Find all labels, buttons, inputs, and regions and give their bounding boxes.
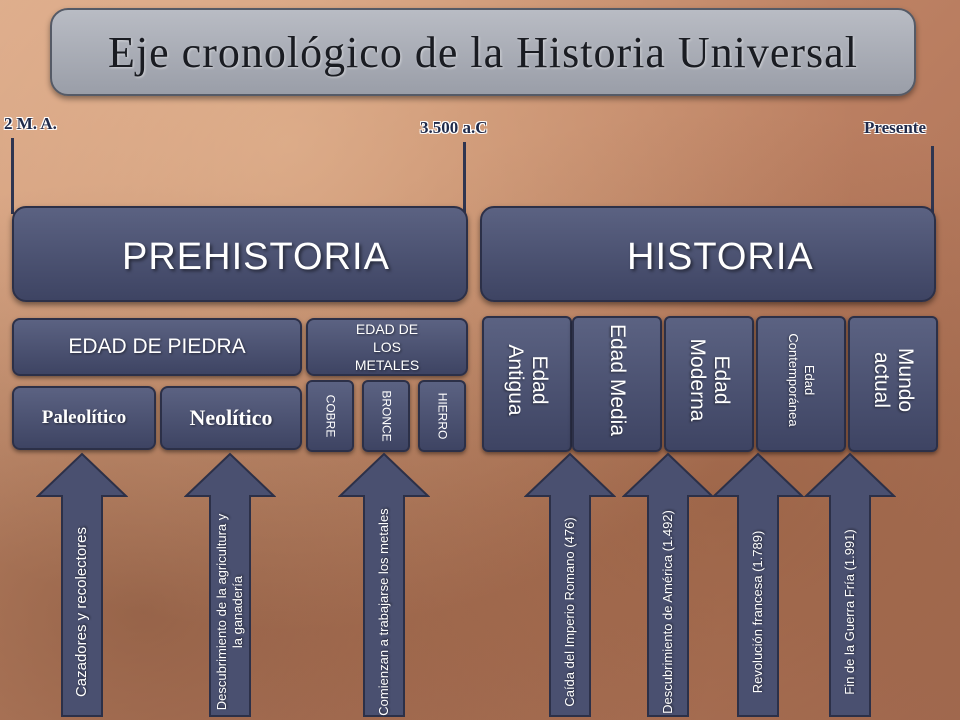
title-banner: Eje cronológico de la Historia Universal — [50, 8, 916, 96]
copper-box: COBRE — [306, 380, 354, 452]
arrow-label-rome: Caída del Imperio Romano (476) — [562, 517, 577, 707]
bronze-box: BRONCE — [362, 380, 410, 452]
age-box-contemporary: Edad Contemporánea — [756, 316, 846, 452]
copper-label: COBRE — [323, 394, 338, 438]
iron-box: HIERRO — [418, 380, 466, 452]
age-label-present: Mundo actual — [870, 347, 917, 413]
marker-middle: 3.500 a.C — [420, 118, 488, 137]
age-box-present: Mundo actual — [848, 316, 938, 452]
age-box-middle: Edad Media — [572, 316, 662, 452]
iron-label: HIERRO — [435, 392, 450, 440]
stone-age-label: EDAD DE PIEDRA — [68, 335, 246, 358]
age-label-contemporary: Edad Contemporánea — [786, 333, 817, 427]
age-box-modern: Edad Moderna — [664, 316, 754, 452]
arrow-hunters: Cazadores y recolectores — [36, 452, 128, 718]
arrow-label-revolution: Revolución francesa (1.789) — [750, 530, 765, 694]
timeline-tick-end — [931, 146, 934, 214]
arrow-metals: Comienzan a trabajarse los metales — [338, 452, 430, 718]
age-box-ancient: Edad Antigua — [482, 316, 572, 452]
prehistory-box: PREHISTORIA — [12, 206, 468, 302]
marker-end: Presente — [864, 118, 926, 137]
arrow-label-cold-war: Fin de la Guerra Fría (1.991) — [842, 529, 857, 695]
neolithic-label: Neolítico — [189, 405, 273, 430]
metal-age-label: EDAD DE LOS METALES — [354, 321, 420, 373]
arrow-label-america: Descubrimiento de América (1.492) — [660, 510, 675, 714]
metal-age-box: EDAD DE LOS METALES — [306, 318, 468, 376]
history-box: HISTORIA — [480, 206, 936, 302]
paleolithic-box: Paleolítico — [12, 386, 156, 450]
arrow-america: Descubrimiento de América (1.492) — [622, 452, 714, 718]
arrow-agriculture: Descubrimiento de la agricultura y la ga… — [184, 452, 276, 718]
arrow-rome: Caída del Imperio Romano (476) — [524, 452, 616, 718]
arrow-label-metals: Comienzan a trabajarse los metales — [376, 508, 391, 716]
bronze-label: BRONCE — [379, 390, 394, 442]
age-label-modern: Edad Moderna — [686, 338, 733, 422]
timeline-tick-middle — [463, 142, 466, 214]
stone-age-box: EDAD DE PIEDRA — [12, 318, 302, 376]
age-label-middle: Edad Media — [606, 323, 629, 437]
prehistory-label: PREHISTORIA — [122, 236, 390, 278]
marker-start: 2 M. A. — [4, 114, 57, 133]
age-label-ancient: Edad Antigua — [504, 344, 551, 416]
history-label: HISTORIA — [627, 236, 814, 278]
arrow-label-hunters: Cazadores y recolectores — [73, 526, 90, 698]
neolithic-box: Neolítico — [160, 386, 302, 450]
page-title: Eje cronológico de la Historia Universal — [108, 27, 858, 77]
paleolithic-label: Paleolítico — [41, 407, 127, 428]
timeline-tick-start — [11, 138, 14, 214]
arrow-cold-war: Fin de la Guerra Fría (1.991) — [804, 452, 896, 718]
arrow-label-agriculture: Descubrimiento de la agricultura y la ga… — [214, 513, 245, 711]
arrow-revolution: Revolución francesa (1.789) — [712, 452, 804, 718]
